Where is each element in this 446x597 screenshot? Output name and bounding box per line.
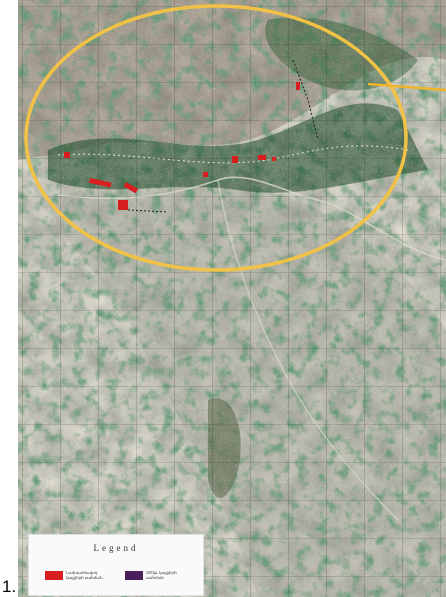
legend-title: Legend — [93, 543, 139, 553]
legend-item-2003-sites: 2003թ. կայքերի սահման — [125, 570, 186, 580]
map-legend: Legend Նախատեսվող կայքերի սահման 2003թ. … — [28, 534, 204, 596]
site-marker[interactable] — [272, 157, 276, 161]
site-marker[interactable] — [64, 152, 70, 158]
highlight-ellipse[interactable] — [24, 4, 408, 272]
site-marker[interactable] — [203, 172, 208, 177]
satellite-map[interactable]: Legend Նախատեսվող կայքերի սահման 2003թ. … — [18, 0, 446, 597]
legend-swatch-purple — [125, 571, 143, 580]
site-marker[interactable] — [123, 181, 139, 194]
annotation-pointer-line — [367, 82, 446, 92]
legend-label: Նախատեսվող կայքերի սահման — [66, 570, 103, 580]
planned-site-markers — [64, 82, 300, 210]
map-canvas — [18, 0, 446, 597]
site-marker[interactable] — [118, 200, 128, 210]
site-marker[interactable] — [232, 156, 238, 163]
map-grid — [18, 0, 446, 597]
site-marker[interactable] — [88, 178, 112, 188]
legend-item-planned-sites: Նախատեսվող կայքերի սահման — [45, 570, 106, 580]
legend-swatch-red — [45, 571, 63, 580]
list-marker: 1. — [2, 577, 17, 596]
site-marker[interactable] — [296, 82, 300, 90]
site-marker[interactable] — [258, 155, 266, 160]
legend-label: 2003թ. կայքերի սահման — [146, 570, 177, 580]
